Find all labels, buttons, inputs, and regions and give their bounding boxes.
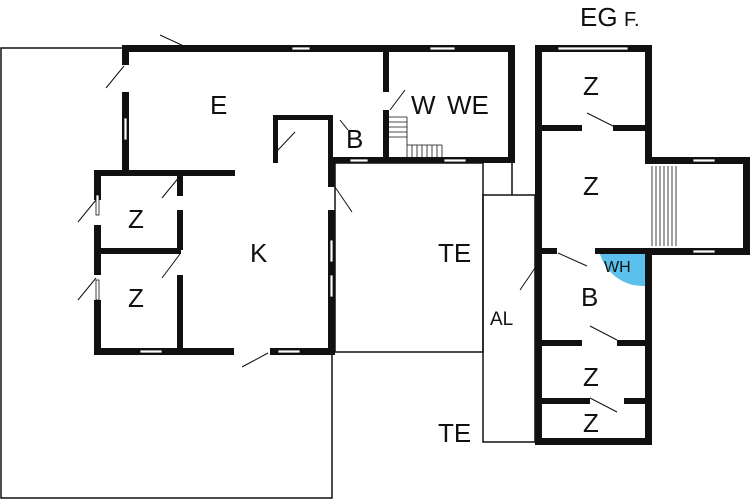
room-al: AL xyxy=(490,309,513,330)
stairs xyxy=(389,116,677,246)
water-heater-marker xyxy=(600,254,645,287)
floor-sublabel: F. xyxy=(624,9,640,31)
room-z-left-bottom: Z xyxy=(128,283,144,313)
room-k: K xyxy=(250,238,268,268)
room-we: WE xyxy=(447,90,489,120)
windows xyxy=(95,46,716,354)
floor-label: EG xyxy=(580,2,618,32)
door-swings xyxy=(77,34,618,413)
room-te-bottom: TE xyxy=(438,418,471,448)
room-wh: WH xyxy=(604,259,631,276)
room-z-right-2: Z xyxy=(583,171,599,201)
room-z-left-top: Z xyxy=(128,204,144,234)
room-te-top: TE xyxy=(438,238,471,268)
room-z-right-1: Z xyxy=(583,71,599,101)
room-we-overlay: W xyxy=(411,90,436,120)
room-z-right-4: Z xyxy=(583,408,599,438)
room-b-right: B xyxy=(581,282,598,312)
room-b-small: B xyxy=(346,124,363,154)
room-e: E xyxy=(210,90,227,120)
room-z-right-3: Z xyxy=(583,362,599,392)
room-labels: EG F. E W WE B Z Z K TE AL TE Z Z WH B Z… xyxy=(128,2,640,448)
